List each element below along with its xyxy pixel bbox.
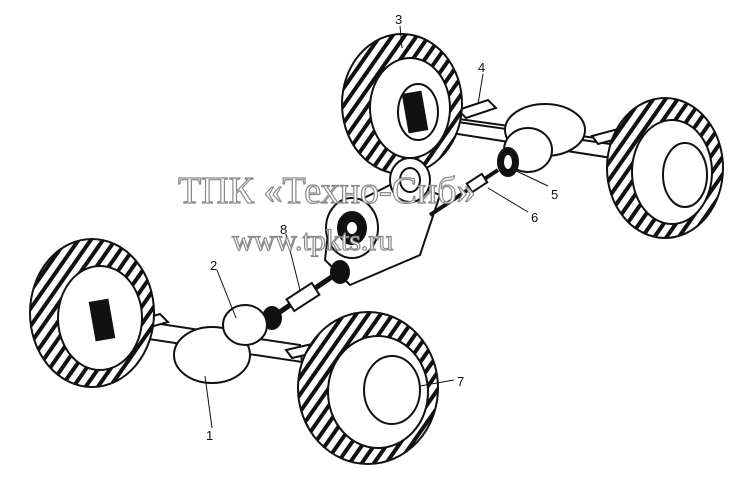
leader-lines <box>204 25 549 429</box>
callout-label-3: 3 <box>395 12 402 27</box>
callout-label-7: 7 <box>457 374 464 389</box>
rear-right-wheel <box>606 97 724 239</box>
watermark-company: ТПК «Техно-Сиб» <box>178 170 476 212</box>
callout-label-5: 5 <box>551 187 558 202</box>
callout-label-2: 2 <box>210 258 217 273</box>
transfer-case <box>323 157 442 287</box>
callout-label-4: 4 <box>478 60 485 75</box>
callout-label-6: 6 <box>531 210 538 225</box>
callout-label-1: 1 <box>206 428 213 443</box>
front-propeller-shaft <box>262 260 350 330</box>
rear-propeller-shaft <box>428 168 500 217</box>
front-left-wheel <box>29 238 155 388</box>
rear-left-wheel <box>341 33 463 175</box>
callout-label-8: 8 <box>280 222 287 237</box>
front-axle-assembly <box>118 304 320 384</box>
rear-axle-assembly <box>428 98 630 177</box>
watermark-url: www.tpkts.ru <box>232 224 393 257</box>
front-right-wheel <box>297 311 439 465</box>
